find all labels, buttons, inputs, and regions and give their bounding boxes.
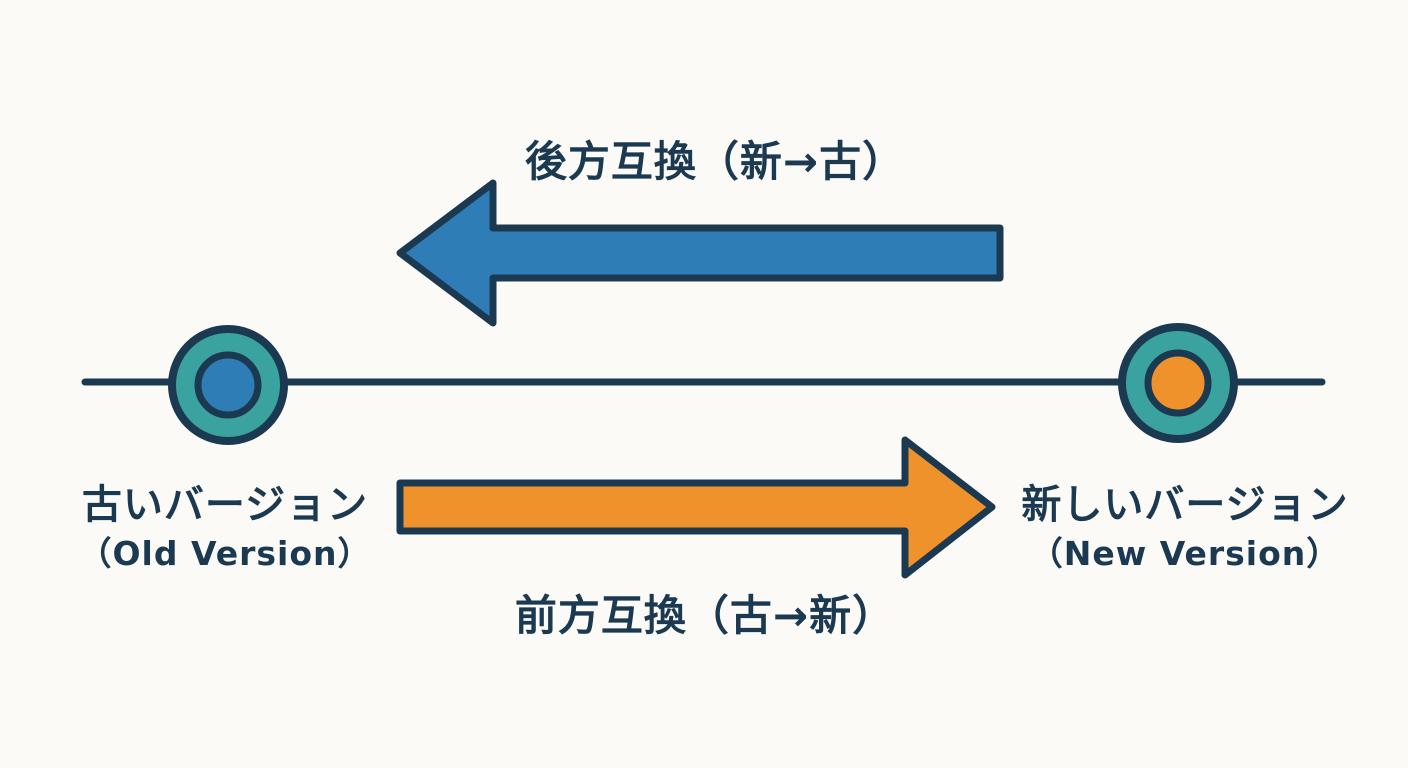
forward-compat-label: 前方互換（古→新） xyxy=(514,591,896,640)
backward-arrow xyxy=(396,179,1004,327)
backward-compat-label: 後方互換（新→古） xyxy=(524,137,906,186)
new-version-label-en: （New Version） xyxy=(1029,534,1341,573)
new-version-node xyxy=(1118,323,1238,443)
old-version-node xyxy=(168,325,288,445)
old-version-label-en: （Old Version） xyxy=(78,534,372,573)
old-version-label-ja: 古いバージョン xyxy=(81,482,369,528)
new-version-label: 新しいバージョン （New Version） xyxy=(985,478,1385,577)
forward-arrow xyxy=(396,436,996,579)
new-version-node-core xyxy=(1144,349,1212,417)
old-version-node-core xyxy=(194,351,262,419)
new-version-label-ja: 新しいバージョン xyxy=(1021,482,1349,528)
old-version-label: 古いバージョン （Old Version） xyxy=(25,478,425,577)
